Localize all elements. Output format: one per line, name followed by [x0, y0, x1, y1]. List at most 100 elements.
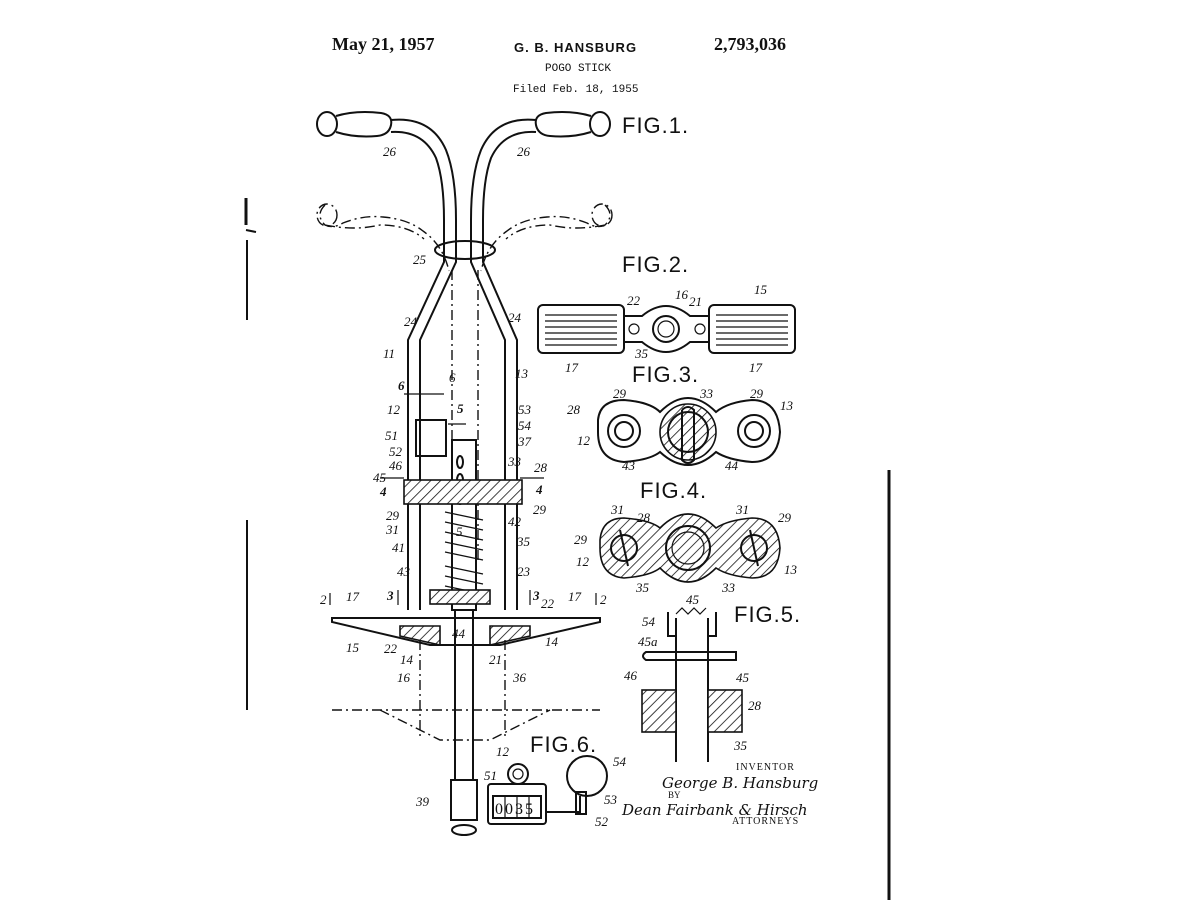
inventor-header: G. B. HANSBURG	[514, 40, 638, 55]
inventor-caption: INVENTOR	[736, 762, 795, 773]
ref-5-lower: 5	[456, 524, 463, 539]
counter-readout: 0035	[495, 801, 535, 818]
fig4-ref-31-right: 31	[735, 502, 749, 517]
ref-54: 54	[518, 418, 532, 433]
ref-26-left: 26	[383, 144, 397, 159]
ref-52: 52	[389, 444, 403, 459]
handle-left	[316, 111, 457, 221]
ref-3-right: 3	[532, 588, 540, 603]
invention-title: POGO STICK	[545, 63, 612, 75]
figure-2-step-plan: FIG.2. 15 22 16 21 17 35 17	[537, 252, 796, 375]
ref-21: 21	[489, 652, 502, 667]
ref-16: 16	[397, 670, 411, 685]
fig5-ref-54: 54	[642, 614, 656, 629]
ref-14-right: 14	[545, 634, 559, 649]
ref-2-left: 2	[320, 592, 327, 607]
ref-25: 25	[413, 252, 427, 267]
ref-35: 35	[516, 534, 531, 549]
fig2-ref-35: 35	[634, 346, 649, 361]
fig2-ref-22: 22	[627, 293, 641, 308]
fig6-ref-53: 53	[604, 792, 618, 807]
ref-17-right: 17	[568, 589, 582, 604]
handle-alternate-position	[316, 203, 613, 272]
attorneys-signature: Dean Fairbank & Hirsch	[621, 801, 808, 819]
fig4-ref-45: 45	[686, 592, 700, 607]
lower-block	[429, 589, 491, 605]
ref-14-left: 14	[400, 652, 414, 667]
figure-4-lower-section: FIG.4. 31 28 31 29 29 12 13 35 45 33	[574, 478, 798, 607]
scan-edge-marks	[244, 198, 891, 900]
ref-6-right: 6	[449, 370, 456, 385]
signature-block: INVENTOR George B. Hansburg BY Dean Fair…	[621, 762, 818, 827]
fig6-ref-51: 51	[484, 768, 497, 783]
fig1-caption: FIG.1.	[622, 113, 689, 138]
ref-22-left: 22	[384, 641, 398, 656]
by-caption: BY	[668, 790, 681, 800]
fig2-ref-16: 16	[675, 287, 689, 302]
fig2-ref-15: 15	[754, 282, 768, 297]
fig6-ref-54: 54	[613, 754, 627, 769]
fig5-ref-46: 46	[624, 668, 638, 683]
fig4-ref-33: 33	[721, 580, 736, 595]
fig5-ref-28: 28	[748, 698, 762, 713]
fig2-ref-21: 21	[689, 294, 702, 309]
fig3-ref-33: 33	[699, 386, 714, 401]
section-markers	[329, 393, 597, 605]
fig6-ref-12: 12	[496, 744, 510, 759]
fig4-caption: FIG.4.	[640, 478, 707, 503]
filing-date: Filed Feb. 18, 1955	[513, 84, 639, 96]
ref-2-right: 2	[600, 592, 607, 607]
patent-date: May 21, 1957	[332, 34, 435, 54]
ref-13: 13	[515, 366, 529, 381]
fig3-ref-13: 13	[780, 398, 794, 413]
fig6-ref-52: 52	[595, 814, 609, 829]
ref-37: 37	[517, 434, 532, 449]
ref-31: 31	[385, 522, 399, 537]
counter-block	[415, 419, 447, 457]
ref-4-left: 4	[379, 484, 387, 499]
fig4-ref-31-left: 31	[610, 502, 624, 517]
ref-6-left: 6	[398, 378, 405, 393]
collar	[434, 240, 496, 260]
ref-53: 53	[518, 402, 532, 417]
fig3-ref-43: 43	[622, 458, 636, 473]
crossbar	[403, 479, 523, 505]
fig5-ref-45a: 45a	[638, 634, 658, 649]
fig4-ref-12: 12	[576, 554, 590, 569]
fig3-ref-12: 12	[577, 433, 591, 448]
ref-51: 51	[385, 428, 398, 443]
ref-15: 15	[346, 640, 360, 655]
fig3-ref-29-right: 29	[750, 386, 764, 401]
ref-3-left: 3	[386, 588, 394, 603]
ref-4-right: 4	[535, 482, 543, 497]
ref-45: 45	[373, 470, 387, 485]
patent-number: 2,793,036	[714, 34, 786, 54]
ref-5: 5	[457, 401, 464, 416]
ref-17-left: 17	[346, 589, 360, 604]
ref-24-left: 24	[404, 314, 418, 329]
fig2-caption: FIG.2.	[622, 252, 689, 277]
ref-22-right: 22	[541, 596, 555, 611]
ref-44: 44	[452, 626, 466, 641]
inventor-signature: George B. Hansburg	[662, 774, 818, 792]
fig5-caption: FIG.5.	[734, 602, 801, 627]
fig4-ref-29-right: 29	[778, 510, 792, 525]
ref-42: 42	[508, 514, 522, 529]
fig5-ref-45: 45	[736, 670, 750, 685]
ref-43: 43	[397, 564, 411, 579]
fig3-ref-28: 28	[567, 402, 581, 417]
ref-36: 36	[512, 670, 527, 685]
ref-33: 33	[507, 454, 522, 469]
fig6-caption: FIG.6.	[530, 732, 597, 757]
ref-26-right: 26	[517, 144, 531, 159]
fig4-ref-28: 28	[637, 510, 651, 525]
fig3-ref-44: 44	[725, 458, 739, 473]
fig5-ref-35: 35	[733, 738, 748, 753]
attorneys-caption: ATTORNEYS	[732, 816, 799, 827]
fig3-ref-29-left: 29	[613, 386, 627, 401]
ref-12: 12	[387, 402, 401, 417]
ref-39: 39	[415, 794, 430, 809]
figure-5-plunger-section: FIG.5. 54 45a 46 45 28 35	[624, 602, 801, 762]
figure-1-pogo-stick: 26 26 25 24 24 11 13 6 6 12 5 53 54 51 3…	[316, 111, 689, 836]
